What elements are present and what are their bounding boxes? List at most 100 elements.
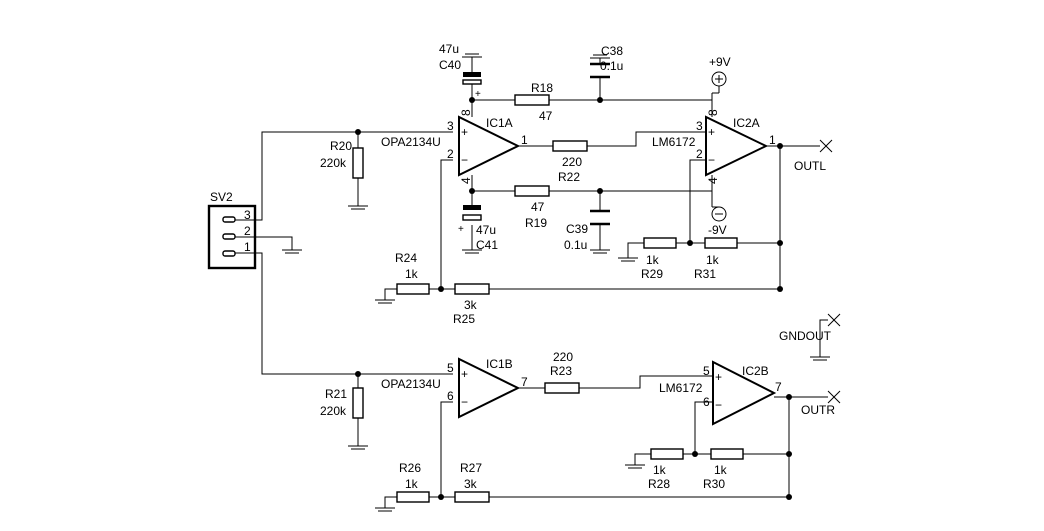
terminal-x-icon: [827, 313, 841, 327]
resistor-r25: 3k R25: [453, 283, 490, 326]
resistor-value: 220k: [320, 404, 347, 418]
junction-dot: [786, 451, 792, 457]
resistor-name: R23: [550, 364, 572, 378]
capacitor-value: 0.1u: [564, 238, 587, 252]
opamp-plus-sign: +: [461, 367, 468, 381]
ground-icon: [375, 507, 395, 512]
resistor-name: R20: [330, 139, 352, 153]
resistor-name: R31: [694, 267, 716, 281]
capacitor-value: 47u: [476, 223, 496, 237]
resistor-value: 47: [539, 109, 553, 123]
opamp-part: LM6172: [652, 135, 696, 149]
opamp-plus-sign: +: [708, 125, 715, 139]
opamp-minus-sign: −: [461, 395, 468, 409]
output-label: OUTL: [794, 159, 826, 173]
resistor-value: 3k: [464, 298, 478, 312]
capacitor-value: 0.1u: [600, 59, 623, 73]
ground-icon: [590, 54, 610, 59]
supply-label: -9V: [708, 223, 727, 237]
opamp-minus-sign: −: [461, 153, 468, 167]
pin-number: 1: [521, 133, 528, 147]
ground-icon: [462, 53, 482, 58]
opamp-minus-sign: −: [715, 398, 722, 412]
ground-icon: [462, 249, 482, 254]
ground-icon: [618, 257, 638, 262]
pin-number: 6: [703, 395, 710, 409]
output-outr: OUTR: [801, 390, 841, 417]
opamp-part: OPA2134U: [381, 135, 441, 149]
output-label: GNDOUT: [779, 329, 832, 343]
terminal-x-icon: [827, 390, 841, 404]
pin-number: 6: [447, 389, 454, 403]
supply-label: +9V: [709, 55, 731, 69]
resistor-name: R27: [460, 461, 482, 475]
resistor-value: 1k: [405, 267, 419, 281]
resistor-name: R29: [641, 267, 663, 281]
junction-dot: [786, 394, 792, 400]
resistor-value: 1k: [405, 477, 419, 491]
resistor-r27: R27 3k: [454, 461, 490, 503]
opamp-name: IC2B: [742, 364, 769, 378]
resistor-name: R18: [531, 81, 553, 95]
ground-icon: [625, 464, 645, 469]
junction-dot: [777, 143, 783, 149]
junction-dot: [692, 451, 698, 457]
opamp-name: IC1B: [486, 357, 513, 371]
terminal-x-icon: [819, 139, 833, 153]
output-label: OUTR: [801, 403, 835, 417]
resistor-name: R28: [648, 477, 670, 491]
opamp-ic2a: + − IC2A LM6172 3 2 1 8 4: [652, 109, 776, 184]
pin-number: 1: [769, 133, 776, 147]
resistor-name: R22: [558, 170, 580, 184]
junction-dot: [687, 240, 693, 246]
junctions: [355, 97, 792, 500]
output-gndout: GNDOUT: [779, 313, 841, 343]
resistor-name: R21: [325, 387, 347, 401]
connector-label: SV2: [210, 190, 233, 204]
capacitor-polarity: +: [458, 224, 464, 235]
pin-number: 4: [459, 177, 473, 184]
capacitor-c39: C39 0.1u: [564, 209, 610, 252]
resistor-r30: 1k R30: [703, 448, 744, 491]
resistor-r18: R18 47: [514, 81, 553, 123]
resistor-r26: R26 1k: [396, 461, 430, 503]
junction-dot: [469, 97, 475, 103]
resistor-name: R25: [453, 312, 475, 326]
resistor-r23: 220 R23: [544, 350, 580, 394]
resistor-name: R26: [399, 461, 421, 475]
capacitor-name: C38: [601, 44, 623, 58]
resistor-value: 1k: [714, 463, 728, 477]
capacitor-name: C41: [476, 238, 498, 252]
junction-dot: [438, 286, 444, 292]
opamp-name: IC1A: [486, 116, 513, 130]
resistor-r21: R21 220k: [320, 387, 364, 419]
junction-dot: [597, 188, 603, 194]
opamp-part: LM6172: [659, 381, 703, 395]
resistor-value: 1k: [646, 253, 660, 267]
resistor-r22: 220 R22: [552, 140, 588, 184]
resistor-value: 220: [562, 155, 582, 169]
ground-icon: [282, 249, 302, 254]
ground-icon: [348, 205, 368, 210]
junction-dot: [777, 240, 783, 246]
resistor-r29: 1k R29: [641, 237, 677, 281]
pin-number: 7: [775, 380, 782, 394]
opamp-name: IC2A: [733, 116, 760, 130]
capacitor-c38: C38 0.1u: [590, 44, 623, 79]
pin-number: 5: [447, 361, 454, 375]
output-outl: OUTL: [794, 139, 833, 173]
wires: [255, 57, 828, 508]
pin-number: 3: [447, 119, 454, 133]
supply-pos: +9V: [709, 55, 731, 94]
junction-dot: [597, 97, 603, 103]
opamp-part: OPA2134U: [381, 377, 441, 391]
resistor-value: 1k: [653, 463, 667, 477]
opamp-plus-sign: +: [715, 370, 722, 384]
resistor-value: 3k: [464, 477, 478, 491]
resistor-value: 1k: [706, 253, 720, 267]
resistor-name: R19: [525, 216, 547, 230]
capacitor-name: C39: [566, 222, 588, 236]
pin-number: 3: [696, 119, 703, 133]
connector-sv2: SV2 3 2 1: [207, 190, 257, 270]
resistor-r20: R20 220k: [320, 139, 364, 179]
